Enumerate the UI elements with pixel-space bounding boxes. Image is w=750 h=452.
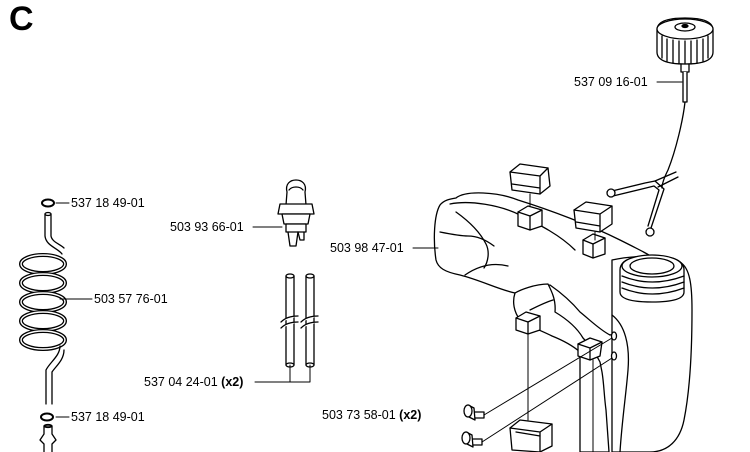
part-number: 503 73 58-01 [322, 408, 396, 422]
leader-lines [55, 81, 683, 418]
fuel-tube-icon [280, 273, 299, 368]
rubber-mount-icon [509, 419, 553, 452]
rubber-mount-icon [509, 163, 551, 195]
rubber-mount-icon [573, 201, 613, 233]
hose-fitting-icon [39, 423, 57, 452]
part-number: 537 09 16-01 [574, 75, 648, 89]
part-label-tank: 503 98 47-01 [330, 242, 404, 255]
part-label-cap: 537 09 16-01 [574, 76, 648, 89]
assembly-line [527, 193, 596, 452]
part-label-oring-bottom: 537 18 49-01 [71, 411, 145, 424]
spiral-hose-icon [19, 211, 67, 405]
section-letter: C [9, 0, 34, 38]
part-label-grommets: 503 73 58-01 (x2) [322, 409, 421, 422]
part-number: 537 04 24-01 [144, 375, 218, 389]
strap-tether-icon [606, 171, 679, 237]
fuel-tube-icon [300, 273, 319, 368]
grommet-icon [463, 337, 613, 421]
o-ring-icon [41, 198, 55, 208]
o-ring-icon [40, 412, 54, 422]
part-label-hose: 503 57 76-01 [94, 293, 168, 306]
primer-bulb-icon [277, 179, 315, 247]
fuel-tank-icon [433, 192, 693, 452]
fuel-cap-icon [656, 17, 714, 189]
part-quantity: (x2) [399, 408, 422, 422]
part-number: 537 18 49-01 [71, 196, 145, 210]
part-label-oring-top: 537 18 49-01 [71, 197, 145, 210]
part-number: 537 18 49-01 [71, 410, 145, 424]
part-number: 503 93 66-01 [170, 220, 244, 234]
part-label-primer: 503 93 66-01 [170, 221, 244, 234]
part-number: 503 98 47-01 [330, 241, 404, 255]
part-number: 503 57 76-01 [94, 292, 168, 306]
grommet-icon [461, 357, 613, 448]
part-quantity: (x2) [221, 375, 244, 389]
part-label-tubes: 537 04 24-01 (x2) [144, 376, 243, 389]
